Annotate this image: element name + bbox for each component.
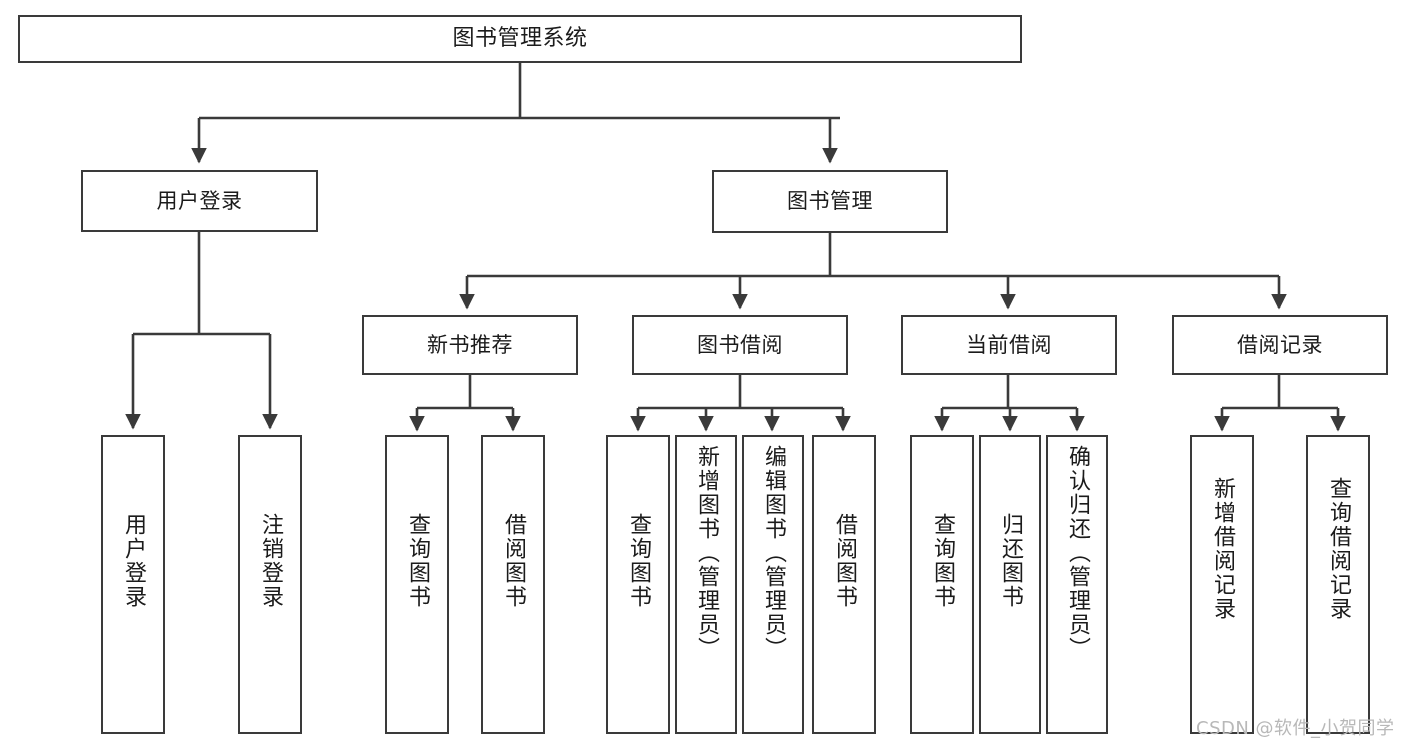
node-book-manage[interactable]: 图书管理 — [712, 170, 948, 233]
node-current-borrow-label: 当前借阅 — [966, 332, 1052, 357]
leaf-add-record[interactable]: 新增借阅记录 — [1190, 435, 1254, 734]
leaf-user-login[interactable]: 用户登录 — [101, 435, 165, 734]
node-root-label: 图书管理系统 — [452, 26, 588, 52]
leaf-borrow-book-2-label: 借阅图书 — [832, 513, 857, 609]
leaf-logout-login[interactable]: 注销登录 — [238, 435, 302, 734]
leaf-confirm-return-label: 确认归还（管理员） — [1065, 445, 1090, 661]
leaf-return-book[interactable]: 归还图书 — [979, 435, 1041, 734]
leaf-borrow-book-1-label: 借阅图书 — [501, 513, 526, 609]
node-user-login-label: 用户登录 — [156, 188, 243, 213]
node-book-borrow[interactable]: 图书借阅 — [632, 315, 848, 375]
node-borrow-record-label: 借阅记录 — [1237, 332, 1323, 357]
node-borrow-record[interactable]: 借阅记录 — [1172, 315, 1388, 375]
leaf-borrow-book-2[interactable]: 借阅图书 — [812, 435, 876, 734]
leaf-query-record[interactable]: 查询借阅记录 — [1306, 435, 1370, 734]
node-root[interactable]: 图书管理系统 — [18, 15, 1022, 63]
leaf-add-book[interactable]: 新增图书（管理员） — [675, 435, 737, 734]
node-new-book-recommend-label: 新书推荐 — [427, 332, 513, 357]
leaf-return-book-label: 归还图书 — [998, 513, 1023, 609]
leaf-query-book-3[interactable]: 查询图书 — [910, 435, 974, 734]
leaf-user-login-label: 用户登录 — [121, 513, 146, 609]
leaf-edit-book-label: 编辑图书（管理员） — [761, 445, 786, 661]
leaf-query-record-label: 查询借阅记录 — [1326, 477, 1351, 621]
node-book-borrow-label: 图书借阅 — [697, 332, 783, 357]
leaf-query-book-3-label: 查询图书 — [930, 513, 955, 609]
leaf-borrow-book-1[interactable]: 借阅图书 — [481, 435, 545, 734]
leaf-confirm-return[interactable]: 确认归还（管理员） — [1046, 435, 1108, 734]
leaf-edit-book[interactable]: 编辑图书（管理员） — [742, 435, 804, 734]
leaf-query-book-2-label: 查询图书 — [626, 513, 651, 609]
leaf-query-book-2[interactable]: 查询图书 — [606, 435, 670, 734]
node-current-borrow[interactable]: 当前借阅 — [901, 315, 1117, 375]
node-book-manage-label: 图书管理 — [787, 189, 873, 214]
node-user-login[interactable]: 用户登录 — [81, 170, 318, 232]
csdn-watermark: CSDN @软件_小贺同学 — [1196, 718, 1395, 739]
leaf-query-book-1[interactable]: 查询图书 — [385, 435, 449, 734]
leaf-add-book-label: 新增图书（管理员） — [694, 445, 719, 661]
leaf-add-record-label: 新增借阅记录 — [1210, 477, 1235, 621]
node-new-book-recommend[interactable]: 新书推荐 — [362, 315, 578, 375]
leaf-logout-login-label: 注销登录 — [258, 513, 283, 609]
leaf-query-book-1-label: 查询图书 — [405, 513, 430, 609]
